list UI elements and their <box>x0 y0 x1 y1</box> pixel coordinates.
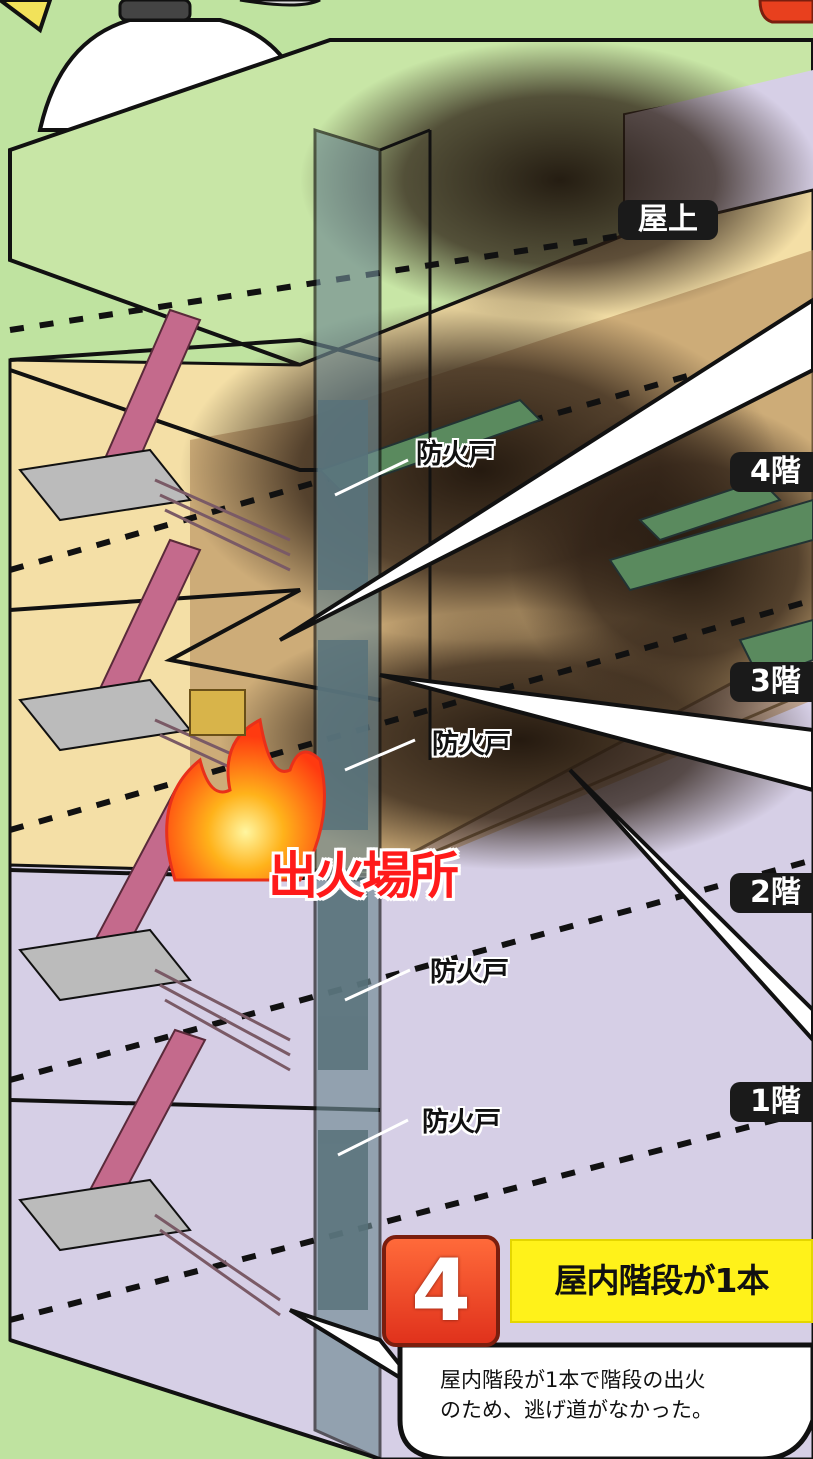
point-number-badge: 4 <box>382 1235 500 1347</box>
staircase <box>18 308 291 1317</box>
fire-door-panels <box>318 400 368 1310</box>
floor-tag-1f: 1階 <box>730 1082 813 1122</box>
fire-door-label-2f: 防火戸 <box>430 957 509 988</box>
floor-tag-2f: 2階 <box>730 873 813 913</box>
fire-door-label-1f: 防火戸 <box>422 1107 501 1138</box>
fire-origin-label: 出火場所 <box>268 847 459 905</box>
fire-door-label-3f: 防火戸 <box>432 729 511 760</box>
callout-leaders <box>278 297 813 1392</box>
callout-text: 屋内階段が1本で階段の出火 のため、逃げ道がなかった。 <box>440 1365 800 1425</box>
callout-line-2: のため、逃げ道がなかった。 <box>440 1398 713 1422</box>
fire-door-label-4f: 防火戸 <box>416 439 495 470</box>
callout-line-1: 屋内階段が1本で階段の出火 <box>440 1368 706 1392</box>
point-title: 屋内階段が1本 <box>510 1239 813 1323</box>
red-tab-corner <box>758 0 813 24</box>
fire-flames <box>165 689 326 882</box>
floor-tag-4f: 4階 <box>730 452 813 492</box>
callout-bubble <box>397 1342 813 1459</box>
floor-tag-rooftop: 屋上 <box>618 200 718 240</box>
floor-tag-3f: 3階 <box>730 662 813 702</box>
